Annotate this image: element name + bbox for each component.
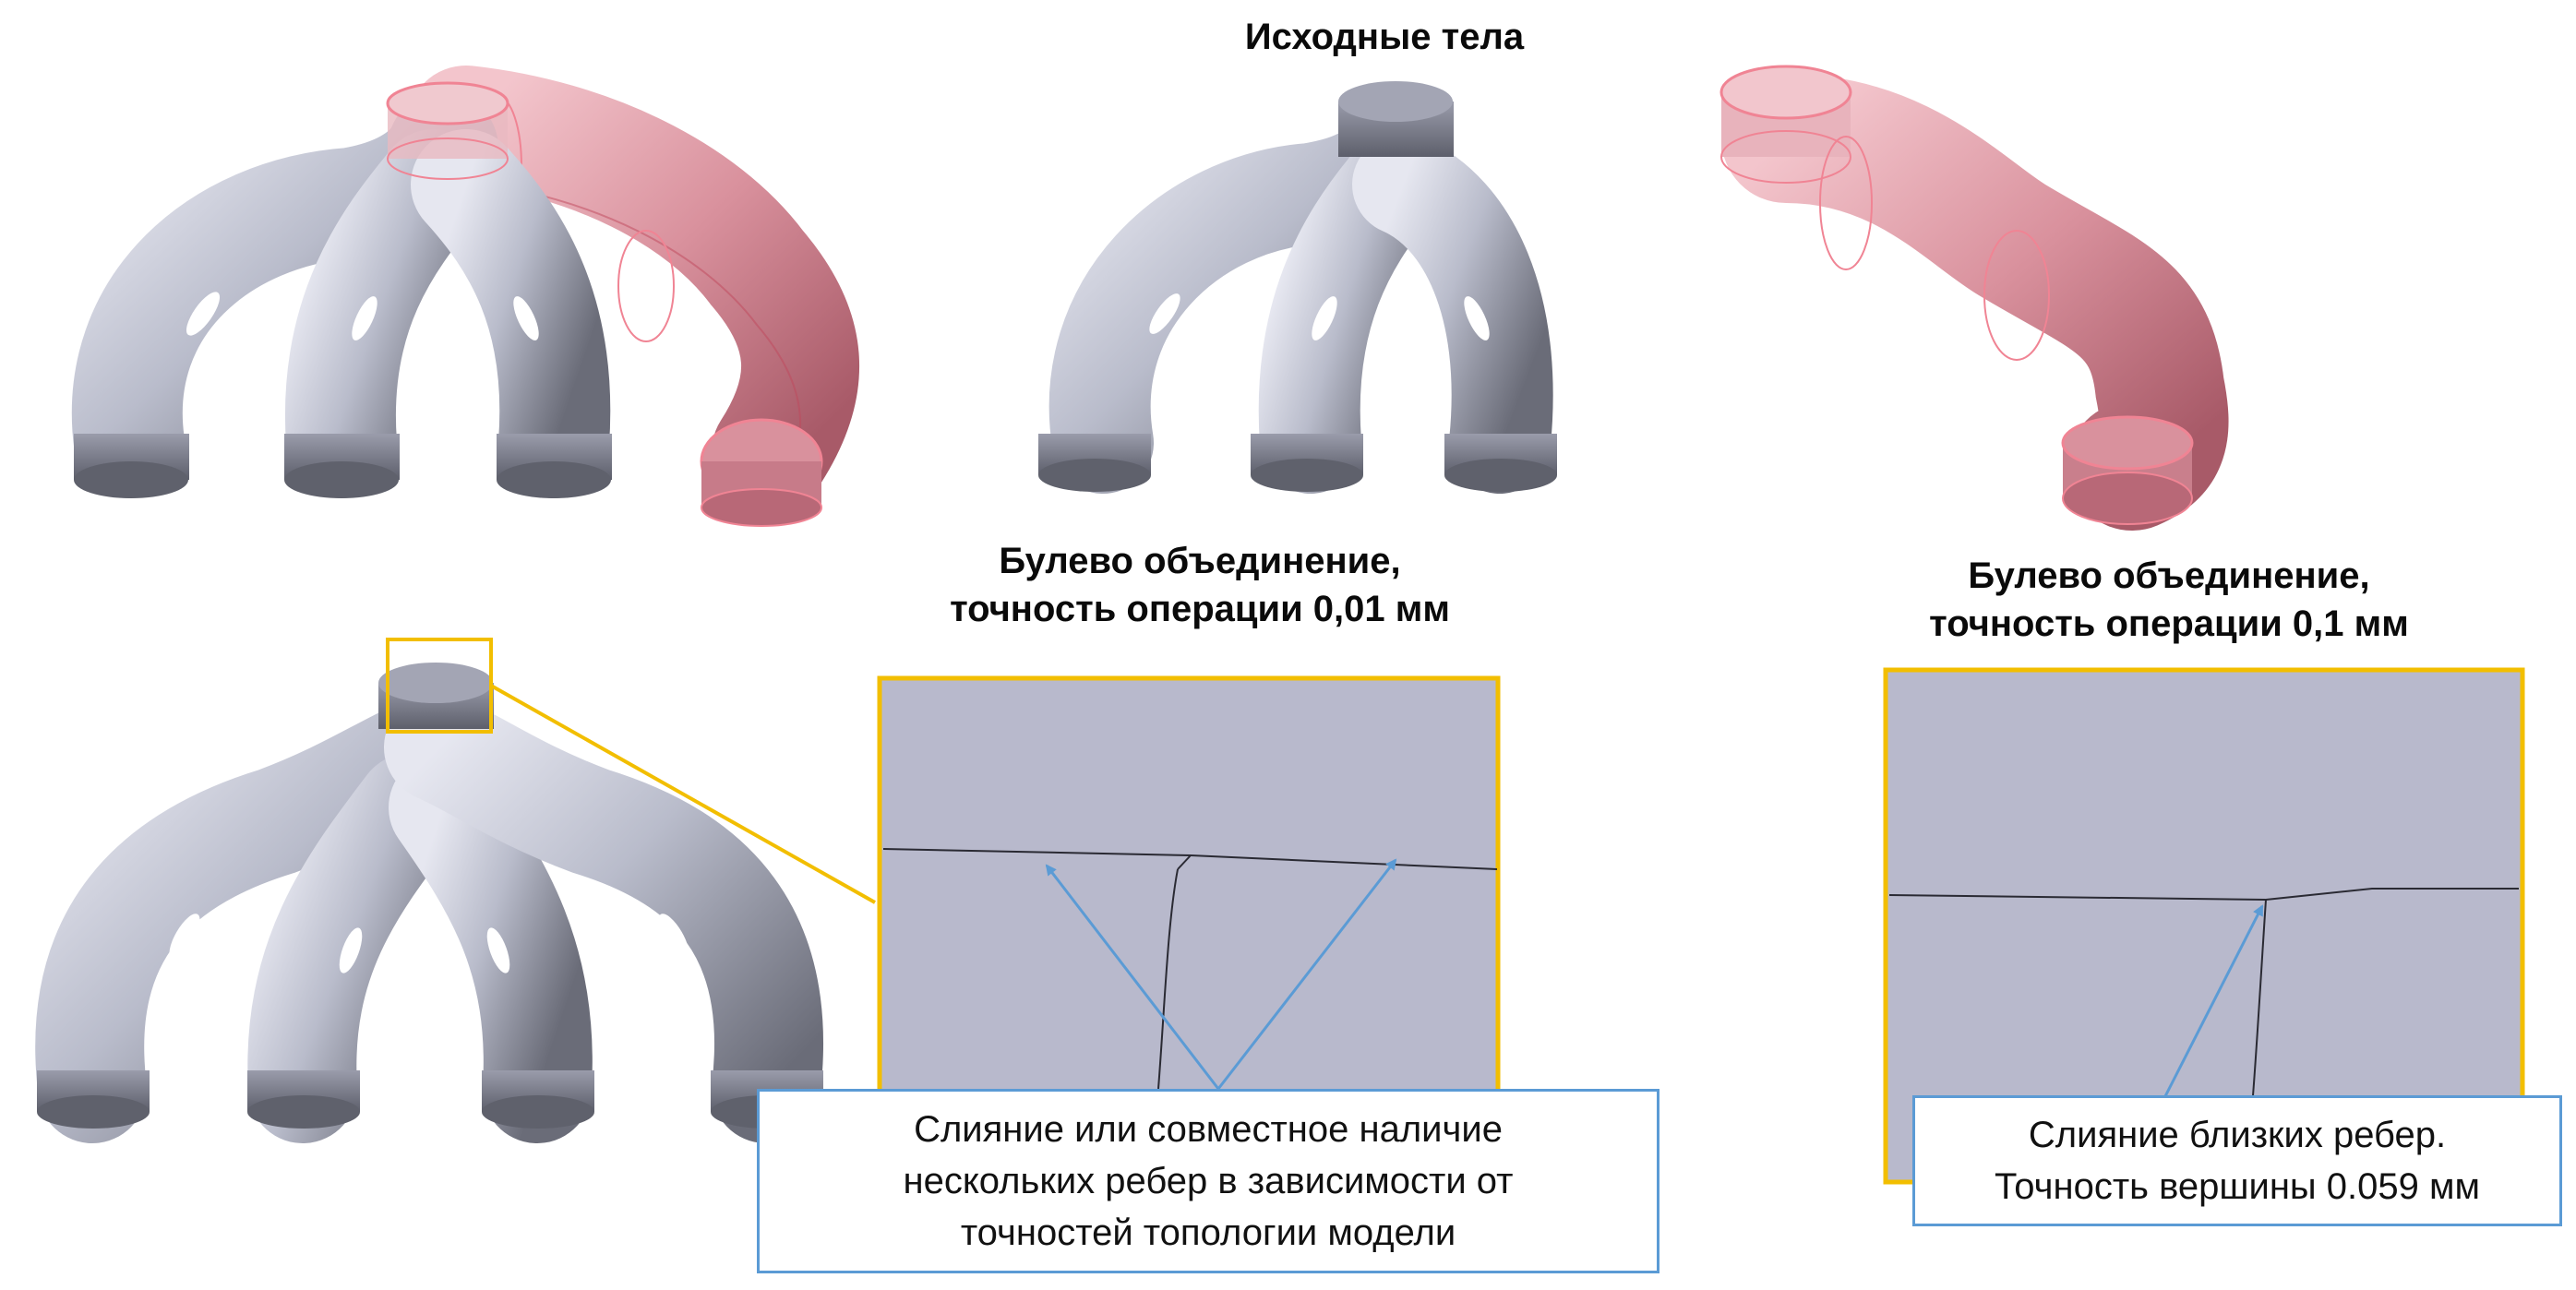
callout-vertex-precision: Слияние близких ребер. Точность вершины … [1912,1095,2562,1226]
heading-union-001: Булево объединение, точность операции 0,… [849,537,1551,633]
callout-edge-merge-line2: нескольких ребер в зависимости от [903,1161,1514,1201]
heading-union-001-line2: точность операции 0,01 мм [950,589,1450,629]
source-manifold-model [1038,81,1557,494]
edge-arrow-left [1045,864,1220,1090]
zoom-panel-001 [877,675,1501,1161]
heading-union-01: Булево объединение, точность операции 0,… [1809,552,2529,648]
source-tool-body-model [1719,65,2229,531]
heading-union-001-line1: Булево объединение, [999,541,1401,581]
callout-edge-merge-line1: Слияние или совместное наличие [914,1109,1503,1150]
vertex-arrow [2163,904,2264,1099]
combined-bodies-model [71,66,859,527]
edge-arrow-right [1216,858,1397,1090]
zoom-leader-line [490,684,876,904]
callout-vertex-precision-line2: Точность вершины 0.059 мм [1994,1166,2480,1207]
heading-source-bodies: Исходные тела [1089,13,1680,61]
callout-edge-merge: Слияние или совместное наличие нескольки… [757,1089,1659,1273]
heading-source-bodies-text: Исходные тела [1244,17,1525,57]
heading-union-01-line1: Булево объединение, [1968,555,2370,596]
callout-vertex-precision-line1: Слияние близких ребер. [2028,1115,2447,1155]
callout-edge-merge-line3: точностей топологии модели [960,1212,1456,1253]
heading-union-01-line2: точность операции 0,1 мм [1929,603,2409,644]
union-result-model [35,663,824,1143]
